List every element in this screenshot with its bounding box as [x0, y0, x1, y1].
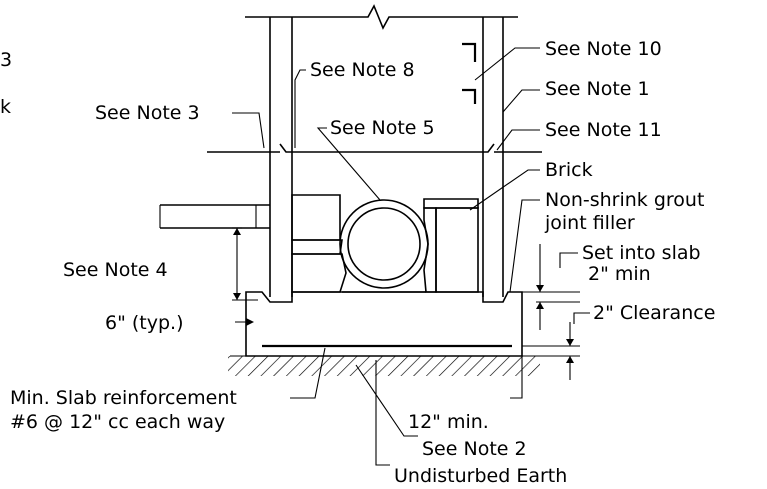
concrete-slab [245, 291, 523, 357]
dimension-lines [159, 205, 580, 380]
label-reinf-2: #6 @ 12" cc each way [10, 411, 225, 433]
label-note-3: See Note 3 [95, 102, 200, 124]
label-slab-1: Set into slab [582, 242, 701, 264]
label-note-4: See Note 4 [63, 259, 168, 281]
label-grout-2: joint filler [544, 212, 635, 234]
leader-lines [232, 47, 590, 466]
label-note-1: See Note 1 [545, 78, 650, 100]
label-grout-1: Non-shrink grout [545, 189, 704, 211]
label-brick: Brick [545, 159, 593, 181]
label-clearance: 2" Clearance [593, 302, 715, 324]
left-bench [291, 194, 347, 293]
cutoff-text-b: k [0, 96, 11, 118]
right-bench [423, 198, 479, 293]
left-structure [160, 204, 270, 229]
label-earth: Undisturbed Earth [394, 465, 567, 487]
undisturbed-earth [228, 355, 540, 376]
pipe [339, 199, 429, 289]
label-note-8: See Note 8 [310, 59, 415, 81]
manhole-walls [207, 17, 542, 297]
label-note-5: See Note 5 [330, 117, 435, 139]
label-note-11: See Note 11 [545, 119, 662, 141]
label-note-2: See Note 2 [422, 438, 527, 460]
manhole-steps [462, 42, 477, 104]
top-break-line [245, 4, 518, 30]
label-slab-2: 2" min [588, 263, 651, 285]
label-reinf-1: Min. Slab reinforcement [10, 387, 237, 409]
label-typ: 6" (typ.) [105, 312, 184, 334]
label-12-min: 12" min. [408, 411, 489, 433]
label-note-10: See Note 10 [545, 38, 662, 60]
cutoff-text-a: 3 [0, 49, 12, 71]
